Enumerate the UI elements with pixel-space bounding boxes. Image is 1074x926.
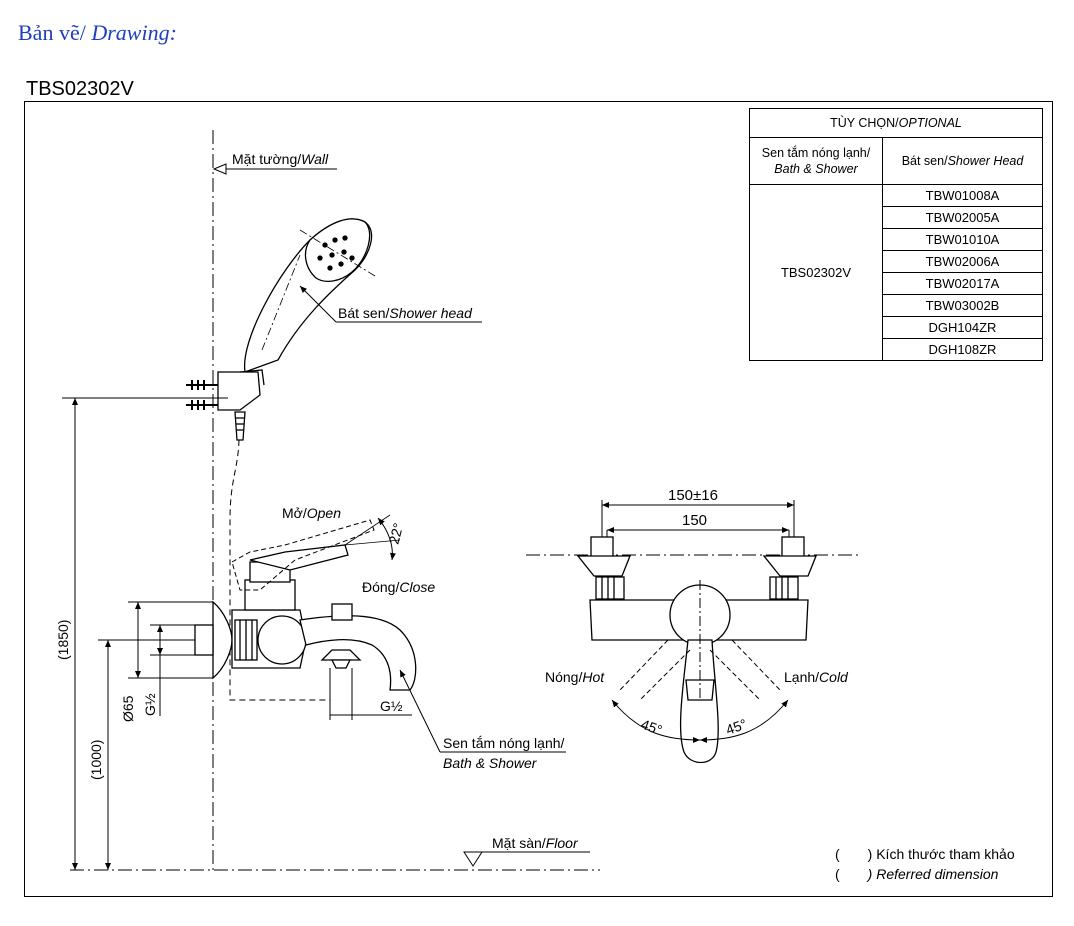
drawing-frame (24, 101, 1053, 897)
wall-label: Mặt tường/Wall (212, 151, 337, 175)
options-col-shower-head: Bát sen/Shower Head (882, 137, 1043, 185)
rotation-angles (611, 699, 789, 743)
options-model-cell: TBS02302V (749, 184, 883, 361)
floor-label: Mặt sàn/Floor (463, 835, 590, 867)
diameter-dim: Ø65 (120, 695, 136, 722)
inlet-thread-dim: G½ (142, 693, 158, 716)
heading-vi: Bản vẽ/ (18, 20, 86, 45)
model-title: TBS02302V (26, 78, 134, 100)
options-table-title: TÙY CHỌN/OPTIONAL (749, 108, 1043, 138)
bath-shower-label: Sen tắm nóng lạnh/ Bath & Shower (399, 669, 566, 771)
options-col-bath-shower: Sen tắm nóng lạnh/Bath & Shower (749, 137, 883, 185)
centers-dim: 150 (682, 512, 707, 529)
shower-head-option: DGH104ZR (882, 316, 1043, 339)
shower-head-option: TBW02005A (882, 206, 1043, 229)
height-total-dim: (1850) (55, 620, 71, 660)
shower-head-option: TBW01010A (882, 228, 1043, 251)
open-angle: 22° (344, 514, 406, 561)
cold-angle: 45° (724, 716, 749, 738)
svg-text:22°: 22° (385, 521, 406, 546)
page-heading: Bản vẽ/ Drawing: (18, 20, 177, 46)
side-dimensions (62, 397, 412, 870)
shower-head-option: DGH108ZR (882, 338, 1043, 361)
svg-text:Sen tắm nóng lạnh/: Sen tắm nóng lạnh/ (443, 735, 565, 751)
outlet-thread-dim: G½ (380, 698, 403, 714)
wall-plugs (186, 380, 218, 410)
hot-label: Nóng/Hot (545, 669, 605, 685)
shower-head (217, 218, 376, 701)
open-label: Mở/Open (282, 505, 341, 521)
shower-head-option: TBW03002B (882, 294, 1043, 317)
height-mixer-dim: (1000) (88, 740, 104, 780)
options-table: TÙY CHỌN/OPTIONAL Sen tắm nóng lạnh/Bath… (749, 108, 1043, 361)
mixer-front-view (576, 536, 817, 764)
hot-angle: 45° (639, 716, 664, 738)
close-label: Đóng/Close (362, 579, 435, 595)
shower-head-option: TBW02017A (882, 272, 1043, 295)
svg-text:Mặt tường/Wall: Mặt tường/Wall (232, 151, 329, 167)
shower-head-option: TBW02006A (882, 250, 1043, 273)
mixer-side-view (194, 519, 417, 691)
cold-label: Lạnh/Cold (784, 669, 849, 685)
heading-en: Drawing: (85, 20, 177, 45)
note-vi: () Kích thước tham khảo (835, 846, 1015, 862)
note-en: () Referred dimension (835, 866, 999, 882)
shower-head-label: Bát sen/Shower head (299, 285, 482, 323)
centers-range-dim: 150±16 (668, 487, 718, 504)
svg-text:Mặt sàn/Floor: Mặt sàn/Floor (492, 835, 579, 851)
shower-head-option: TBW01008A (882, 184, 1043, 207)
svg-text:Bát sen/Shower head: Bát sen/Shower head (338, 305, 473, 321)
svg-text:Bath & Shower: Bath & Shower (443, 755, 538, 771)
